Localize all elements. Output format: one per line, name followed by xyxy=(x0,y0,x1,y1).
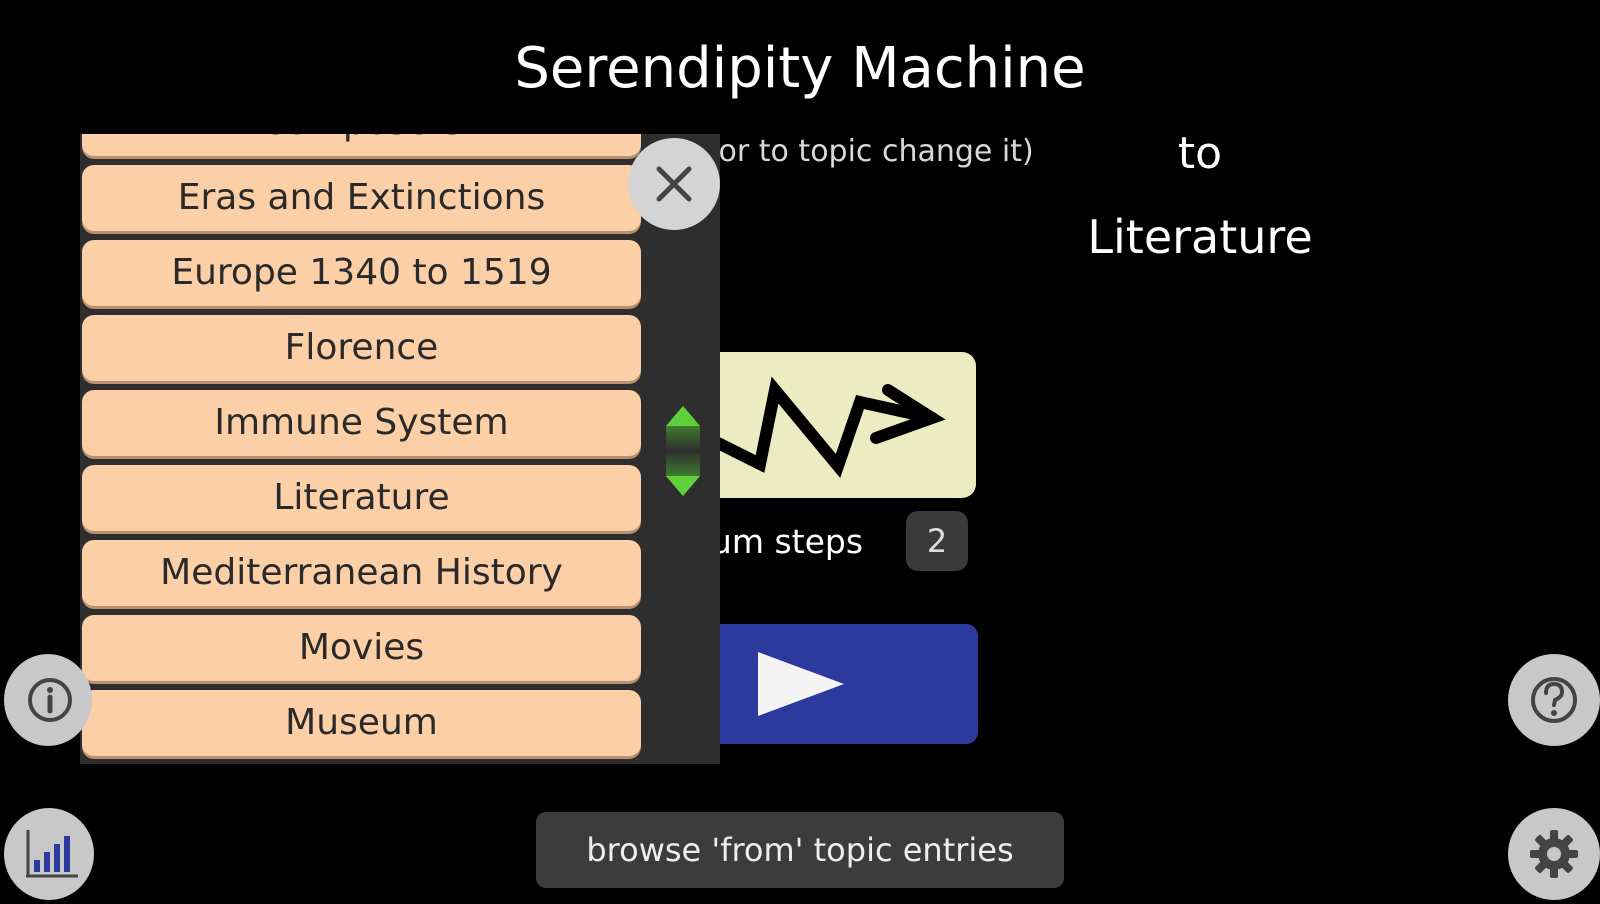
list-item[interactable]: Movies xyxy=(82,615,641,681)
close-icon xyxy=(656,166,692,202)
list-item[interactable]: Museum xyxy=(82,690,641,756)
list-item[interactable]: Florence xyxy=(82,315,641,381)
help-button[interactable] xyxy=(1508,654,1600,746)
scroll-arrows-icon xyxy=(666,406,700,496)
list-item[interactable]: Immune System xyxy=(82,390,641,456)
settings-button[interactable] xyxy=(1508,808,1600,900)
gear-icon xyxy=(1530,830,1578,878)
info-icon xyxy=(28,678,72,722)
close-button[interactable] xyxy=(628,138,720,230)
browse-toast: browse 'from' topic entries xyxy=(536,812,1064,888)
list-item[interactable]: Eras and Extinctions xyxy=(82,165,641,231)
list-item[interactable]: Literature xyxy=(82,465,641,531)
app-title: Serendipity Machine xyxy=(514,36,1086,101)
topic-list-panel: Composers Eras and Extinctions Europe 13… xyxy=(80,134,720,764)
steps-value[interactable]: 2 xyxy=(906,511,968,571)
stats-button[interactable] xyxy=(4,808,94,900)
list-item[interactable]: Composers xyxy=(82,134,641,156)
scroll-handle[interactable] xyxy=(662,404,704,498)
info-button[interactable] xyxy=(4,654,92,746)
zigzag-arrow-icon xyxy=(694,376,946,479)
list-item[interactable]: Europe 1340 to 1519 xyxy=(82,240,641,306)
play-icon xyxy=(758,652,844,716)
to-topic[interactable]: Literature xyxy=(1087,210,1313,264)
from-topic-hint[interactable]: n or to topic change it) xyxy=(690,134,1034,169)
to-label: to xyxy=(1177,128,1223,179)
list-item[interactable]: Mediterranean History xyxy=(82,540,641,606)
bar-chart-icon xyxy=(26,830,78,878)
help-icon xyxy=(1531,677,1577,723)
